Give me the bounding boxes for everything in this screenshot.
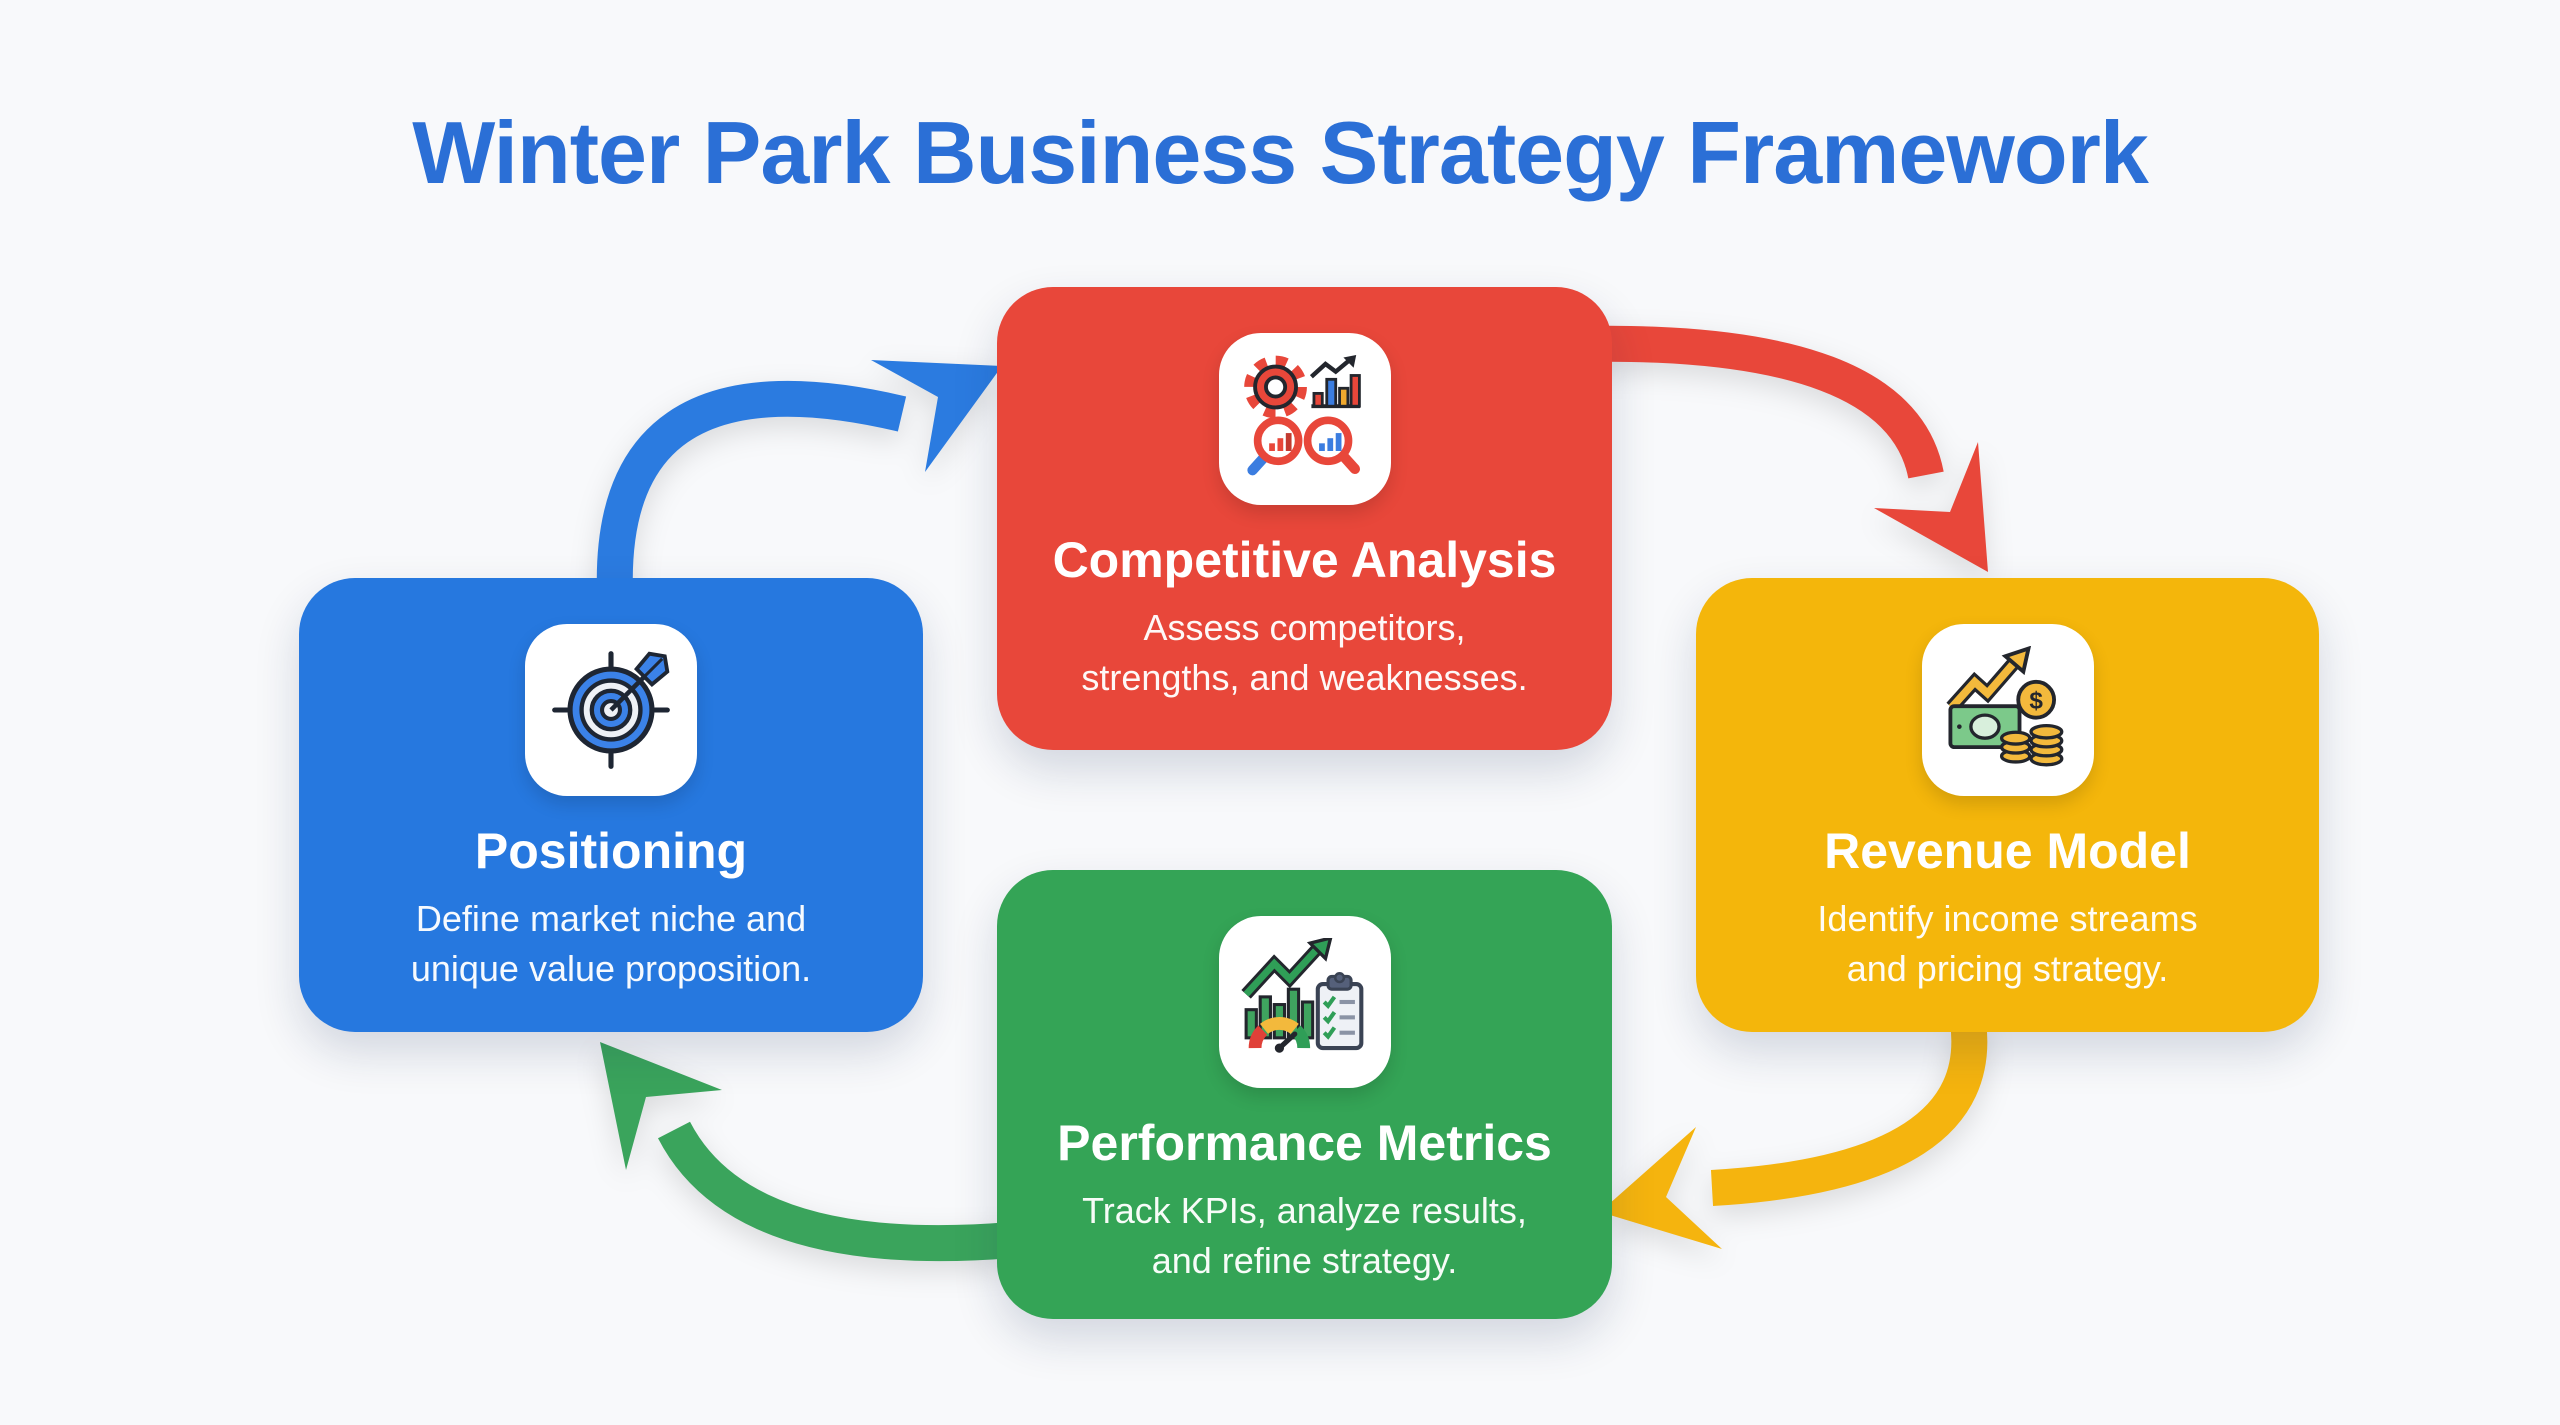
node-title: Performance Metrics <box>1057 1115 1552 1171</box>
node-description: Identify income streams and pricing stra… <box>1817 898 2198 989</box>
page-title: Winter Park Business Strategy Framework <box>412 103 2149 202</box>
arrow-metrics-to-positioning <box>600 1042 1014 1262</box>
node-revenue-model: $ Revenue Model Identify income streams … <box>1696 578 2319 1032</box>
node-positioning: Positioning Define market niche and uniq… <box>299 578 923 1032</box>
node-performance-metrics: Performance Metrics Track KPIs, analyze … <box>997 870 1612 1319</box>
node-description: Assess competitors, strengths, and weakn… <box>1081 607 1528 698</box>
node-title: Positioning <box>474 823 748 879</box>
arrow-competitive-to-revenue <box>1581 325 1988 572</box>
arrow-revenue-to-metrics <box>1600 1019 1988 1249</box>
svg-text:$: $ <box>2029 688 2043 715</box>
metrics-gauge-icon <box>1218 916 1391 1088</box>
node-competitive-analysis: Competitive Analysis Assess competitors,… <box>997 287 1612 750</box>
node-description: Define market niche and unique value pro… <box>410 898 812 989</box>
competitive-analysis-icon <box>1218 333 1391 505</box>
money-growth-icon: $ <box>1921 624 2094 796</box>
arrow-positioning-to-competitive <box>596 360 1002 614</box>
target-icon <box>525 624 697 796</box>
node-description: Track KPIs, analyze results, and refine … <box>1082 1190 1527 1281</box>
node-title: Revenue Model <box>1824 823 2191 879</box>
node-title: Competitive Analysis <box>1052 532 1557 588</box>
